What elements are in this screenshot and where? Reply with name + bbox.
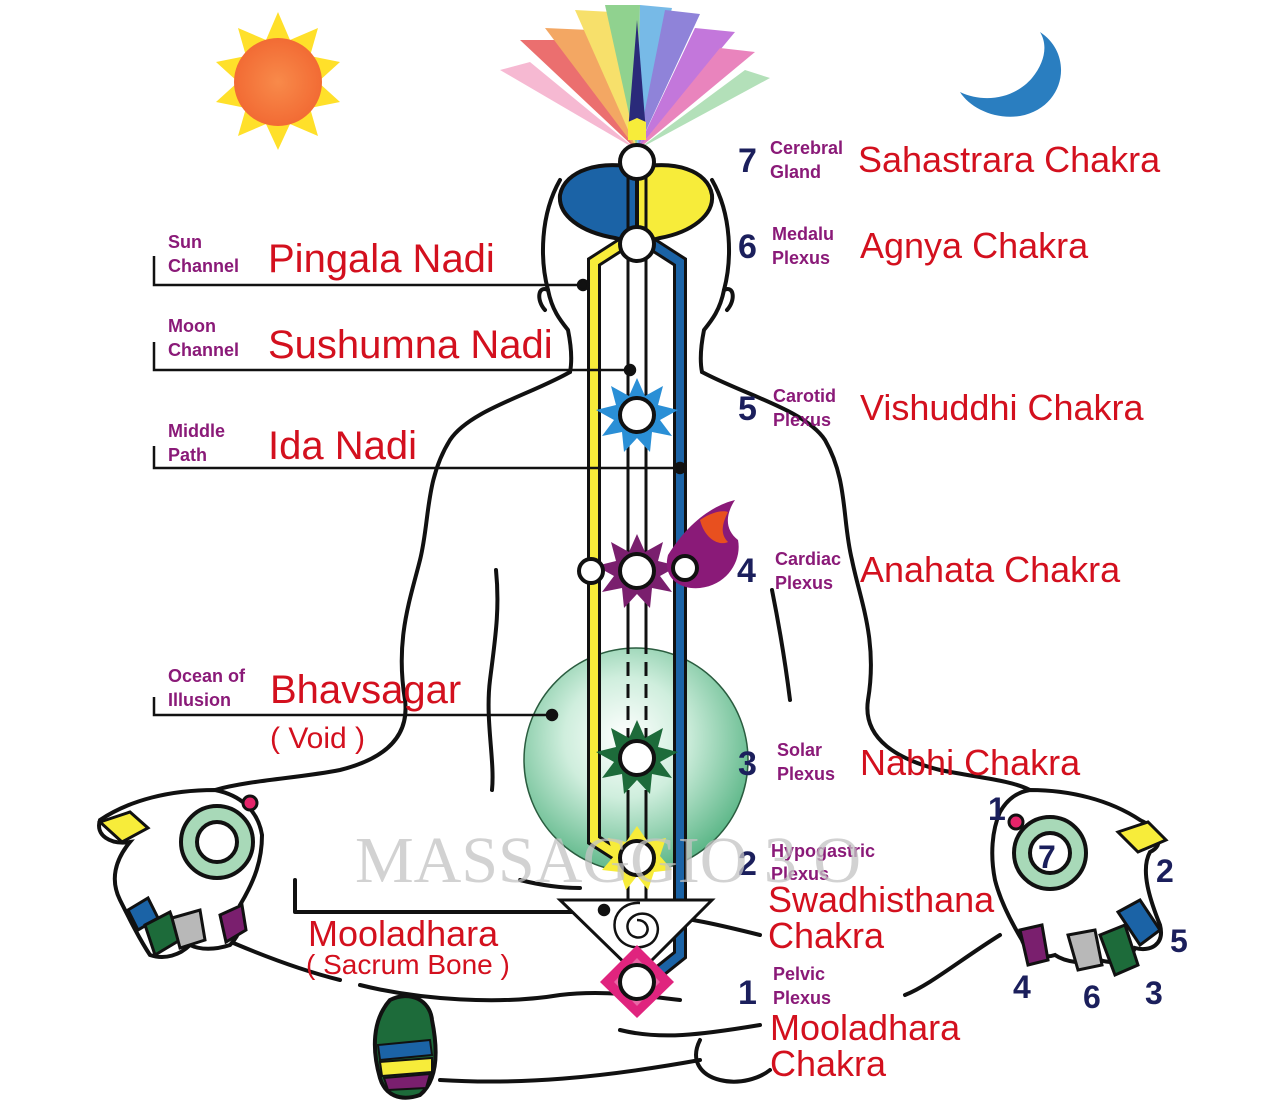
crown-flame xyxy=(628,118,646,140)
chakra-name: Sahastrara Chakra xyxy=(858,139,1161,180)
lotus-crown-icon xyxy=(500,5,770,150)
moon-icon xyxy=(960,32,1062,117)
chakra-number: 2 xyxy=(738,845,757,883)
body-outline xyxy=(213,178,1032,1084)
nadi-small-line1: Sun xyxy=(168,232,202,252)
plexus-line2: Plexus xyxy=(777,764,835,784)
chakra-number: 6 xyxy=(738,228,757,266)
plexus-line1: Medalu xyxy=(772,224,834,244)
chakra-label-1: 1 Pelvic Plexus Mooladhara Chakra xyxy=(738,964,961,1084)
mooladhara-sub: ( Sacrum Bone ) xyxy=(306,949,510,980)
plexus-line1: Cardiac xyxy=(775,549,841,569)
chakra-number: 3 xyxy=(738,745,757,783)
brain-hemispheres xyxy=(557,163,715,247)
nadi-small-line2: Channel xyxy=(168,340,239,360)
chakra-label-5: 5 Carotid Plexus Vishuddhi Chakra xyxy=(738,386,1144,430)
crown-center-ray xyxy=(628,20,646,132)
chakra-label-2: 2 Hypogastric Plexus Swadhisthana Chakra xyxy=(738,841,995,956)
finger-number: 7 xyxy=(1038,839,1056,875)
bhavsagar-name: Bhavsagar xyxy=(270,668,461,712)
bhavsagar-small-line1: Ocean of xyxy=(168,666,246,686)
chakra-number: 4 xyxy=(737,552,756,590)
bhavsagar-small-line2: Illusion xyxy=(168,690,231,710)
plexus-line2: Plexus xyxy=(775,573,833,593)
chakra-name: Anahata Chakra xyxy=(860,549,1121,590)
chakra-name: Agnya Chakra xyxy=(860,225,1089,266)
plexus-line1: Carotid xyxy=(773,386,836,406)
chakra-label-7: 7 Cerebral Gland Sahastrara Chakra xyxy=(738,138,1161,182)
mooladhara-bone-label: Mooladhara ( Sacrum Bone ) xyxy=(306,913,510,980)
plexus-line2: Plexus xyxy=(772,248,830,268)
chakra-name-line1: Mooladhara xyxy=(770,1007,961,1048)
nadi-label-sushumna: Moon Channel Sushumna Nadi xyxy=(168,316,553,367)
leader-lines xyxy=(152,256,687,917)
nadi-label-ida: Middle Path Ida Nadi xyxy=(168,421,417,468)
chakra-name-line2: Chakra xyxy=(768,915,885,956)
plexus-line1: Hypogastric xyxy=(771,841,875,861)
nadi-name: Sushumna Nadi xyxy=(268,323,553,367)
chakra-label-6: 6 Medalu Plexus Agnya Chakra xyxy=(738,224,1089,268)
watermark: MASSAGGIO 3 O xyxy=(355,824,861,897)
right-hand-numbers: 1 7 2 5 4 6 3 xyxy=(988,791,1188,1015)
plexus-line2: Plexus xyxy=(773,988,831,1008)
left-hand xyxy=(97,787,265,959)
bhavsagar-label: Ocean of Illusion Bhavsagar ( Void ) xyxy=(168,666,461,755)
chakra-name: Vishuddhi Chakra xyxy=(860,387,1144,428)
finger-number: 1 xyxy=(988,791,1006,827)
nadi-small-line2: Path xyxy=(168,445,207,465)
nadi-name: Ida Nadi xyxy=(268,424,417,468)
closed-fist xyxy=(372,994,438,1100)
nadi-name: Pingala Nadi xyxy=(268,237,495,281)
finger-number: 4 xyxy=(1013,969,1031,1005)
chakra-name-line1: Swadhisthana xyxy=(768,879,995,920)
chakra-label-3: 3 Solar Plexus Nabhi Chakra xyxy=(738,740,1081,784)
chakra-number: 7 xyxy=(738,142,757,180)
sun-icon xyxy=(216,12,340,150)
chakra-number: 5 xyxy=(738,390,757,428)
plexus-line1: Cerebral xyxy=(770,138,843,158)
nadi-small-line1: Middle xyxy=(168,421,225,441)
plexus-line2: Plexus xyxy=(771,864,829,884)
bhavsagar-sub: ( Void ) xyxy=(270,722,365,755)
finger-number: 2 xyxy=(1156,853,1174,889)
flame-inner xyxy=(700,511,728,544)
nadi-small-line2: Channel xyxy=(168,256,239,276)
finger-number: 6 xyxy=(1083,979,1101,1015)
chakra-circles xyxy=(577,143,699,1001)
mooladhara-name: Mooladhara xyxy=(308,913,499,954)
chakra-label-4: 4 Cardiac Plexus Anahata Chakra xyxy=(737,549,1121,593)
right-hand xyxy=(990,787,1169,978)
plexus-line1: Solar xyxy=(777,740,822,760)
nadi-label-pingala: Sun Channel Pingala Nadi xyxy=(168,232,495,281)
finger-number: 3 xyxy=(1145,975,1163,1011)
chakra-name-line2: Chakra xyxy=(770,1043,887,1084)
finger-number: 5 xyxy=(1170,923,1188,959)
chakra-name: Nabhi Chakra xyxy=(860,742,1081,783)
plexus-line2: Plexus xyxy=(773,410,831,430)
plexus-line1: Pelvic xyxy=(773,964,825,984)
chakra-number: 1 xyxy=(738,974,757,1012)
spiral-icon xyxy=(613,901,659,949)
plexus-line2: Gland xyxy=(770,162,821,182)
nadi-small-line1: Moon xyxy=(168,316,216,336)
